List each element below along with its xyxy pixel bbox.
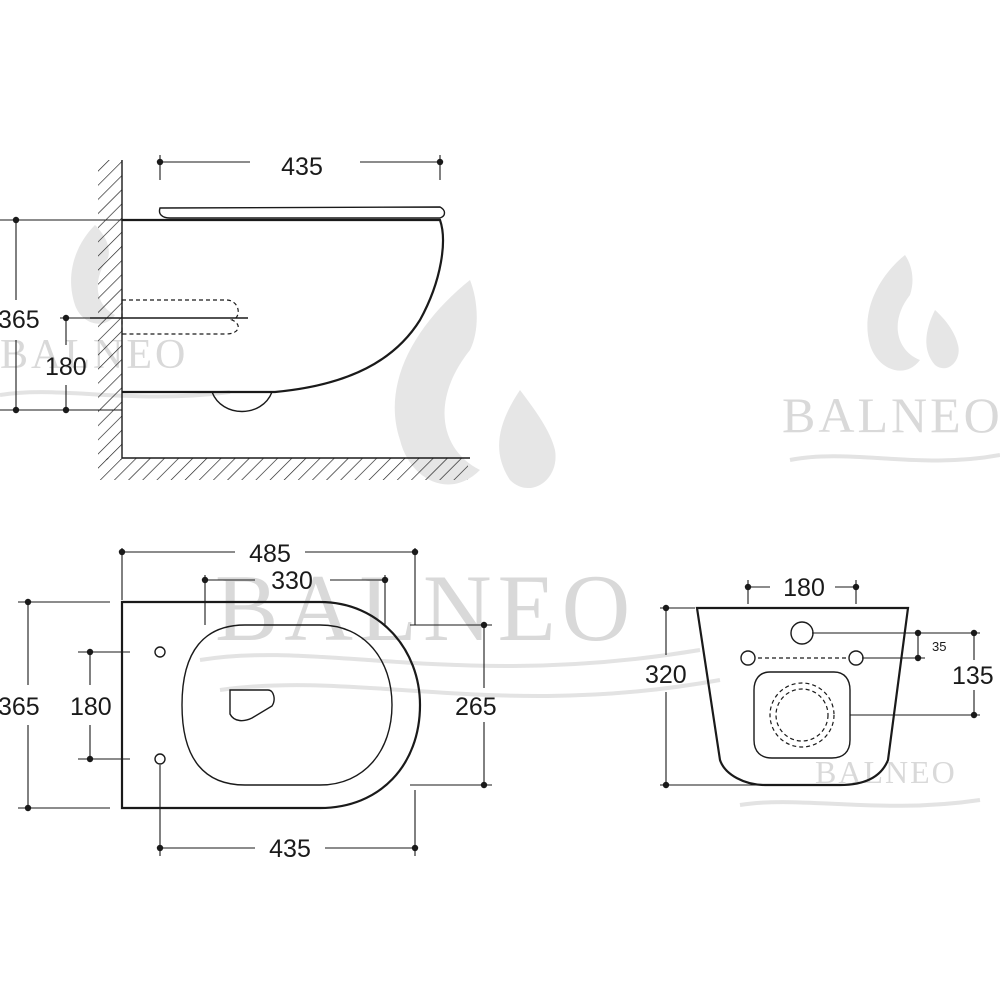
top-bottom-length-label: 435: [269, 835, 311, 863]
top-overall-width-label: 365: [0, 693, 40, 721]
rear-height-label: 320: [645, 661, 687, 689]
seat-oval: [181, 624, 393, 786]
watermark-small: BALNEO: [739, 754, 981, 808]
drain-opening: [229, 689, 275, 722]
rear-small-offset-label: 35: [932, 639, 946, 654]
seat-lid: [158, 206, 446, 219]
top-overall-length-label: 485: [249, 540, 291, 568]
mount-hole-top: [154, 646, 166, 658]
top-seat-width-label: 265: [455, 693, 497, 721]
bowl-outlet: [211, 391, 273, 413]
side-width-label: 435: [281, 153, 323, 181]
outlet-circle-inner: [775, 688, 829, 742]
side-view: 435 365 180: [0, 153, 470, 480]
watermark-brand-large: BALNEO: [215, 555, 636, 661]
watermark-right: BALNEO: [782, 255, 1000, 463]
wall-hatch: [98, 160, 122, 460]
inlet-hole: [790, 621, 814, 645]
watermark-brand-right: BALNEO: [782, 387, 1000, 443]
watermark-large: BALNEO: [199, 280, 721, 699]
rear-outline: [695, 606, 910, 787]
top-seat-length-label: 330: [271, 567, 313, 595]
bolt-hole-left: [740, 650, 756, 666]
side-height-label: 365: [0, 306, 40, 334]
outlet-frame: [753, 671, 851, 759]
side-outlet-height-label: 180: [45, 353, 87, 381]
bolt-hole-right: [848, 650, 864, 666]
outlet-pipe-dashed: [121, 299, 239, 335]
bowl-outline-top: [120, 600, 422, 810]
floor-hatch: [98, 458, 468, 480]
bowl-profile: [122, 218, 445, 394]
rear-bolt-spacing-label: 180: [783, 574, 825, 602]
outlet-circle-outer: [769, 682, 835, 748]
top-mount-spacing-label: 180: [70, 693, 112, 721]
rear-view: 180 320 35 135: [645, 574, 994, 789]
rear-outlet-offset-label: 135: [952, 662, 994, 690]
top-view: 485 330 365 180 265: [0, 540, 497, 863]
mount-hole-bottom: [154, 753, 166, 765]
watermark-brand-left: BALNEO: [0, 332, 188, 378]
